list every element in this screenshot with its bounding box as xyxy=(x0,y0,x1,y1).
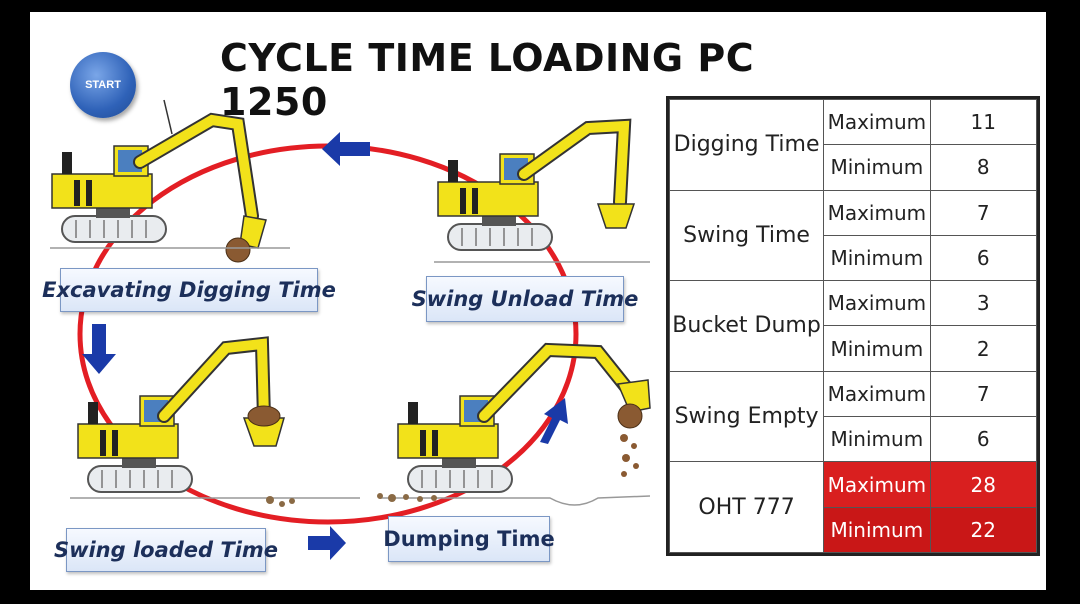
row-label: Minimum xyxy=(823,416,931,463)
row-label: Maximum xyxy=(823,98,931,146)
row-value: 6 xyxy=(929,416,1038,463)
row-label: Minimum xyxy=(823,144,931,191)
stage-label-dumping: Dumping Time xyxy=(383,516,555,562)
row-label: Maximum xyxy=(823,370,931,418)
cycle-time-table: Digging Time Maximum 11 Minimum 8 Swing … xyxy=(666,96,1040,556)
row-value: 8 xyxy=(929,144,1038,191)
stage-label-swing-loaded: Swing loaded Time xyxy=(54,528,278,572)
flow-arrow-icon xyxy=(82,324,116,374)
row-label-highlight: Maximum xyxy=(823,461,931,508)
flow-arrow-icon xyxy=(322,132,370,166)
row-value-highlight: 22 xyxy=(929,506,1038,554)
page-title: CYCLE TIME LOADING PC 1250 xyxy=(220,36,755,124)
group-bucket-dump: Bucket Dump xyxy=(668,280,825,372)
group-oht-777: OHT 777 xyxy=(668,461,825,553)
group-swing-time: Swing Time xyxy=(668,189,825,282)
row-value: 11 xyxy=(929,98,1038,146)
row-value: 6 xyxy=(929,234,1038,282)
flow-arrow-icon xyxy=(540,398,568,444)
group-swing-empty: Swing Empty xyxy=(668,370,825,463)
row-label: Minimum xyxy=(823,325,931,372)
stage-label-swing-unload: Swing Unload Time xyxy=(412,276,638,322)
row-label: Maximum xyxy=(823,280,931,327)
dirt-pile-icon xyxy=(247,405,281,427)
cycle-diagram xyxy=(50,99,651,560)
row-value: 2 xyxy=(929,325,1038,372)
flow-arrow-icon xyxy=(308,526,346,560)
row-value-highlight: 28 xyxy=(929,461,1038,508)
row-label: Maximum xyxy=(823,189,931,236)
stage-label-excavating: Excavating Digging Time xyxy=(42,268,336,312)
row-value: 3 xyxy=(929,280,1038,327)
start-button[interactable]: START xyxy=(70,52,136,118)
group-digging-time: Digging Time xyxy=(668,99,825,191)
row-value: 7 xyxy=(929,189,1038,236)
row-value: 7 xyxy=(929,370,1038,418)
row-label-highlight: Minimum xyxy=(823,506,931,554)
slide: START CYCLE TIME LOADING PC 1250 Excavat… xyxy=(30,12,1046,590)
row-label: Minimum xyxy=(823,234,931,282)
